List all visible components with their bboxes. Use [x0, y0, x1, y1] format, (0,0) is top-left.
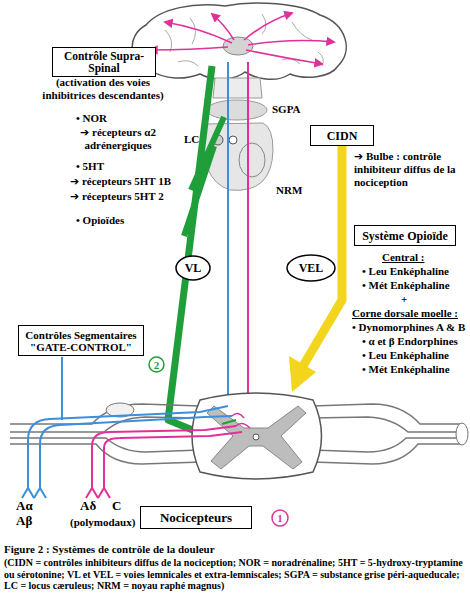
ellipse-shape	[287, 255, 335, 281]
right-dorsal-root	[312, 404, 462, 432]
fibre-label: (polymodaux)	[70, 516, 135, 529]
node-text: Contrôles Segmentaires "GATE-CONTROL"	[25, 329, 137, 353]
nociceptor-endings	[86, 488, 110, 498]
bullet-item: • Mét Enképhaline	[362, 279, 450, 292]
green-branch-lc	[184, 146, 214, 236]
midbrain	[213, 78, 262, 98]
fibre-label: Aδ	[80, 499, 96, 512]
yellow-arrowhead	[289, 356, 316, 392]
brain	[132, 3, 346, 79]
structure-label: NRM	[276, 184, 302, 197]
mechanoreceptor-endings	[22, 488, 46, 498]
projection-line	[244, 13, 292, 40]
bullet-item: • NOR	[76, 112, 107, 125]
control-box: Contrôles Segmentaires "GATE-CONTROL"	[18, 325, 144, 356]
receptor-item: ➔ récepteurs α2 adrénergiques	[68, 126, 168, 152]
ellipse-shape	[176, 256, 210, 280]
callout-number: 2	[148, 356, 165, 373]
pathway-ellipse: VL	[175, 255, 211, 281]
bullet-item: • Opioïdes	[76, 214, 124, 227]
brain-outline	[132, 3, 346, 79]
c-fibre	[104, 432, 242, 488]
node-text: 2	[154, 359, 160, 371]
figure-caption: Figure 2 : Systèmes de contrôle de la do…	[4, 543, 466, 555]
node-text: Système Opioïde	[362, 230, 448, 242]
green-tract	[168, 66, 222, 442]
nrm-shape	[239, 143, 265, 177]
fibre-label: C	[112, 499, 121, 512]
fibre-label: Aβ	[16, 514, 32, 527]
note-text: (activation des voies inhibitrices desce…	[28, 76, 178, 102]
bullet-item: • 5HT	[76, 160, 104, 173]
note-text: ➔ Bulbe : contrôle inhibiteur diffus de …	[354, 150, 466, 189]
node-text: 1	[277, 512, 283, 524]
central-canal	[253, 434, 259, 440]
node-text: CIDN	[327, 130, 358, 142]
node-text: VEL	[299, 262, 324, 274]
callout-number: 1	[271, 509, 289, 527]
spinal-cord-section	[10, 393, 468, 479]
system-box: Système Opioïde	[354, 225, 456, 246]
projection-line	[150, 47, 228, 50]
node-text: Contrôle Supra-Spinal	[59, 50, 149, 74]
ellipse-shape	[272, 510, 288, 526]
receptor-item: ➔ récepteurs 5HT 2	[70, 190, 164, 203]
nucleus-dot	[229, 136, 237, 144]
structure-label: LC	[184, 133, 199, 146]
fibre-label: Aα	[16, 499, 33, 512]
node-text: Nocicepteurs	[160, 512, 232, 524]
bullet-item: • Mét Enképhaline	[362, 363, 450, 376]
section-heading: Central :	[382, 251, 424, 264]
ellipse-shape	[149, 357, 164, 372]
structure-label: SGPA	[272, 103, 301, 116]
gate-control-link	[61, 357, 63, 420]
blue-tract	[227, 62, 229, 410]
bullet-item: • Dynomorphines A & B	[352, 321, 465, 334]
plus-sign: +	[401, 293, 407, 306]
section-heading: Corne dorsale moelle :	[352, 307, 458, 320]
caption-note: (CIDN = contrôles inhibiteurs diffus de …	[4, 557, 466, 592]
afferent-fibres	[22, 357, 250, 498]
pink-tract	[247, 62, 249, 408]
receptor-box: Nocicepteurs	[140, 506, 252, 529]
bullet-item: • Leu Enképhaline	[362, 265, 449, 278]
bullet-item: • α et β Endorphines	[362, 335, 458, 348]
interneuron	[222, 420, 236, 424]
cortical-projections	[150, 13, 334, 64]
node-text: VL	[185, 262, 202, 274]
control-box: Contrôle Supra-Spinal	[52, 47, 156, 77]
receptor-item: ➔ récepteurs 5HT 1B	[70, 175, 171, 188]
bullet-item: • Leu Enképhaline	[362, 349, 449, 362]
sgpa-shape	[207, 100, 267, 120]
right-nerve-end	[456, 423, 468, 445]
control-box: CIDN	[310, 125, 374, 146]
projection-line	[212, 14, 234, 40]
thalamus	[223, 37, 253, 55]
a-beta-fibre	[40, 416, 232, 488]
projection-line	[248, 41, 334, 45]
projection-line	[246, 50, 322, 64]
green-branch-sgpa	[191, 117, 224, 190]
right-ventral-root	[312, 438, 462, 464]
projection-line	[165, 22, 232, 43]
pathway-ellipse: VEL	[286, 254, 336, 282]
